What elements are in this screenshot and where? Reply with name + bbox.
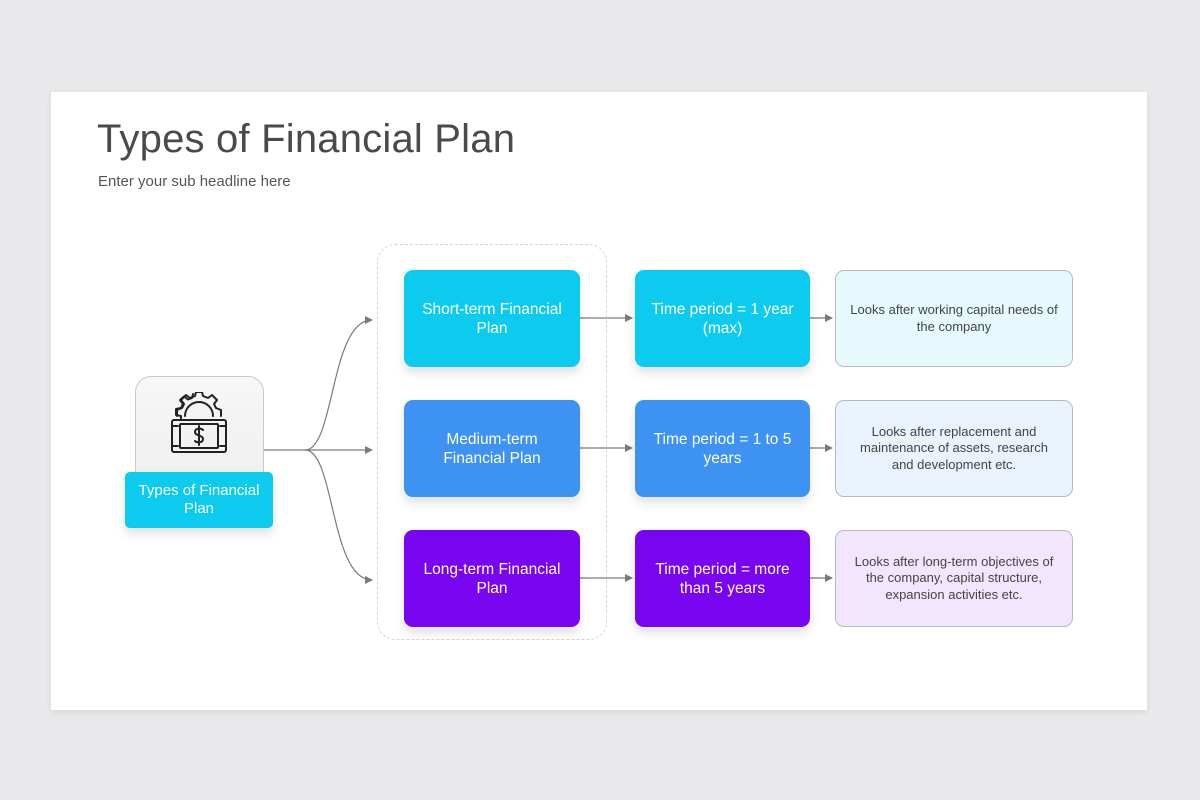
period-box-short-term: Time period = 1 year (max) bbox=[635, 270, 810, 367]
plan-group-frame bbox=[377, 244, 607, 640]
slide-subtitle: Enter your sub headline here bbox=[98, 173, 291, 190]
slide-title: Types of Financial Plan bbox=[97, 117, 516, 161]
period-box-long-term: Time period = more than 5 years bbox=[635, 530, 810, 627]
plan-box-medium-term: Medium-term Financial Plan bbox=[404, 400, 580, 497]
money-gear-icon bbox=[171, 392, 227, 453]
plan-box-short-term: Short-term Financial Plan bbox=[404, 270, 580, 367]
description-box-medium-term: Looks after replacement and maintenance … bbox=[835, 400, 1073, 497]
root-node-label: Types of Financial Plan bbox=[125, 472, 273, 528]
description-box-short-term: Looks after working capital needs of the… bbox=[835, 270, 1073, 367]
description-box-long-term: Looks after long-term objectives of the … bbox=[835, 530, 1073, 627]
plan-box-long-term: Long-term Financial Plan bbox=[404, 530, 580, 627]
period-box-medium-term: Time period = 1 to 5 years bbox=[635, 400, 810, 497]
